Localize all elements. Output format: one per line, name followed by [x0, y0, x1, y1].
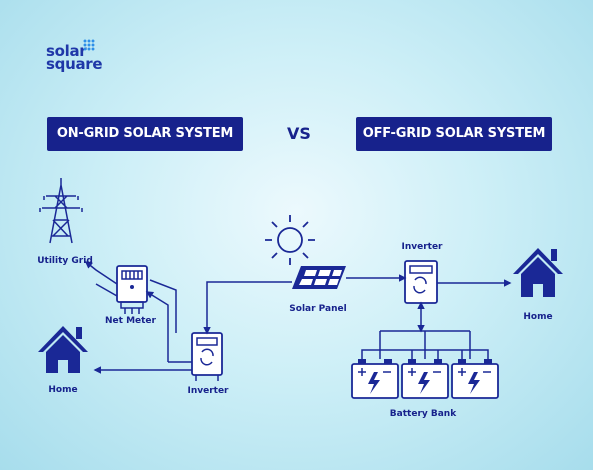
inverter-label-left: Inverter [187, 386, 229, 396]
utility-tower-icon [39, 178, 83, 244]
battery-icon-3 [451, 359, 499, 399]
net-meter-label: Net Meter [105, 316, 156, 326]
battery-bank-label: Battery Bank [389, 409, 457, 419]
utility-grid-label: Utility Grid [37, 256, 93, 266]
battery-icon-1 [351, 359, 399, 399]
home-label-right: Home [523, 312, 553, 322]
home-icon-right [513, 248, 563, 297]
on-grid-title: ON-GRID SOLAR SYSTEM [47, 117, 243, 151]
home-label-left: Home [48, 385, 78, 395]
sun-icon [265, 215, 315, 265]
net-meter-icon [116, 265, 148, 314]
brand-line-1: solar [46, 42, 87, 60]
off-grid-title: OFF-GRID SOLAR SYSTEM [356, 117, 552, 151]
on-grid-connectors [84, 261, 292, 374]
vs-label: VS [287, 124, 311, 143]
off-grid-connectors [346, 274, 512, 359]
inverter-label-right: Inverter [401, 242, 443, 252]
home-icon-left [38, 326, 88, 373]
inverter-icon-left [191, 332, 223, 381]
logo-dots-icon [83, 39, 95, 51]
inverter-icon-right [404, 260, 438, 304]
solar-panel-label: Solar Panel [289, 304, 347, 314]
brand-line-2: square [46, 55, 103, 73]
battery-icon-2 [401, 359, 449, 399]
brand-logo: solar square [46, 39, 103, 73]
solar-panel-icon [292, 266, 346, 289]
